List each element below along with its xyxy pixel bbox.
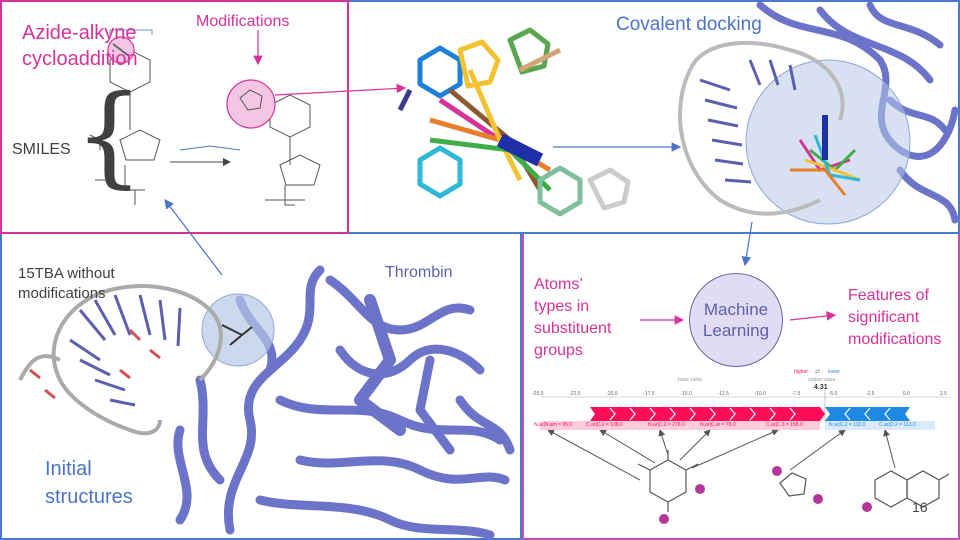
shap-feature-label: N.ar|C.ar = 78.0 — [700, 422, 736, 428]
aptamer-cartoon-bottom — [18, 284, 223, 436]
shap-feature-label: C.ar|C.3 = 158.0 — [766, 422, 803, 428]
thrombin-label: Thrombin — [385, 264, 453, 281]
panel-initial-structures — [0, 234, 522, 540]
atoms-types-line4: groups — [534, 342, 583, 359]
shap-tick: -20.0 — [606, 391, 618, 397]
shap-tick: -10.0 — [754, 391, 766, 397]
uracil-molecule — [637, 450, 699, 512]
aptamer-cartoon-top — [678, 41, 845, 216]
shap-tick: -17.5 — [643, 391, 655, 397]
nucleoside-reactant — [89, 49, 161, 205]
contact-site-highlight — [201, 293, 275, 367]
shap-arrows: ⇄ — [815, 369, 821, 375]
title-azide-alkyne: Azide-alkyne — [22, 22, 137, 44]
panel-synthesis — [0, 0, 349, 234]
atoms-types-line3: substituent — [534, 320, 612, 337]
arrow-initial-to-synthesis — [164, 199, 223, 276]
shap-base-value: base value — [678, 377, 703, 383]
shap-tick: -2.5 — [865, 391, 875, 397]
shap-tick: -25.0 — [532, 391, 544, 397]
machine-learning-node: Machine Learning — [689, 273, 783, 367]
shap-tick: 0.0 — [902, 391, 910, 397]
shap-tick: -5.0 — [828, 391, 838, 397]
aptamer-label-line1: 15TBA without — [18, 265, 115, 282]
ml-line2: Learning — [702, 321, 770, 340]
modifications-label: Modifications — [196, 13, 290, 30]
shap-tick: -12.5 — [717, 391, 729, 397]
ml-line1: Machine — [703, 299, 769, 319]
thrombin-cartoon — [173, 265, 515, 540]
initial-caption-line1: Initial — [45, 458, 92, 480]
shap-output-value: output value — [808, 377, 836, 383]
shap-higher: higher — [794, 369, 808, 375]
shap-feature-label: N.ar|N.am = 95.0 — [534, 422, 573, 428]
atoms-types-line1: Atoms’ — [534, 276, 583, 293]
smiles-label: SMILES — [12, 141, 71, 158]
features-line2: significant — [848, 309, 920, 326]
aptamer-bases-top — [699, 59, 797, 184]
triazole-highlight — [226, 79, 276, 129]
shap-feature-label: C.ar|O.2 = 113.0 — [879, 422, 916, 428]
title-cycloaddition: cycloaddition — [22, 48, 138, 70]
shap-feature-label: N.ar|C.2 = 110.0 — [829, 422, 866, 428]
docked-ligand-ensemble — [397, 27, 631, 217]
uracil-substituent-dot-2 — [659, 514, 669, 524]
shap-lower: lower — [828, 369, 840, 375]
arrow-to-docking — [274, 83, 407, 96]
atoms-types-line2: types in — [534, 298, 590, 315]
triazole-dot-2 — [813, 494, 823, 504]
shap-output-number: 4.31 — [814, 384, 828, 391]
feature-pointer-arrows — [547, 429, 896, 481]
ligand-cluster-top — [790, 115, 861, 196]
panel-machine-learning — [522, 234, 960, 540]
nucleoside-product — [265, 94, 321, 206]
triazole-dot-1 — [772, 466, 782, 476]
arrow-ml-to-features — [789, 311, 837, 321]
triazole-molecule — [779, 472, 807, 497]
shap-force-plot — [540, 390, 950, 430]
shap-tick: 2.5 — [940, 391, 947, 397]
coumarin-molecule — [874, 470, 950, 508]
uracil-substituent-dot — [695, 484, 705, 494]
shap-tick: -15.0 — [680, 391, 692, 397]
shap-feature-label: C.ar|C.2 = 138.0 — [586, 422, 623, 428]
slide-number: 16 — [912, 499, 928, 515]
initial-caption-line2: structures — [45, 486, 133, 508]
panel-docking — [349, 0, 960, 234]
aptamer-bases-bottom — [29, 294, 182, 407]
arrow-docking-to-ml — [741, 221, 753, 267]
aptamer-label-line2: modifications — [18, 285, 106, 302]
shap-tick: -7.5 — [791, 391, 801, 397]
shap-feature-label: N.ar|C.2 = 276.0 — [648, 422, 685, 428]
shap-tick: -22.5 — [569, 391, 581, 397]
coumarin-dot — [862, 502, 872, 512]
covalent-docking-title: Covalent docking — [616, 14, 762, 35]
features-line1: Features of — [848, 287, 929, 304]
features-line3: modifications — [848, 331, 942, 348]
smiles-brace: { — [74, 71, 144, 199]
